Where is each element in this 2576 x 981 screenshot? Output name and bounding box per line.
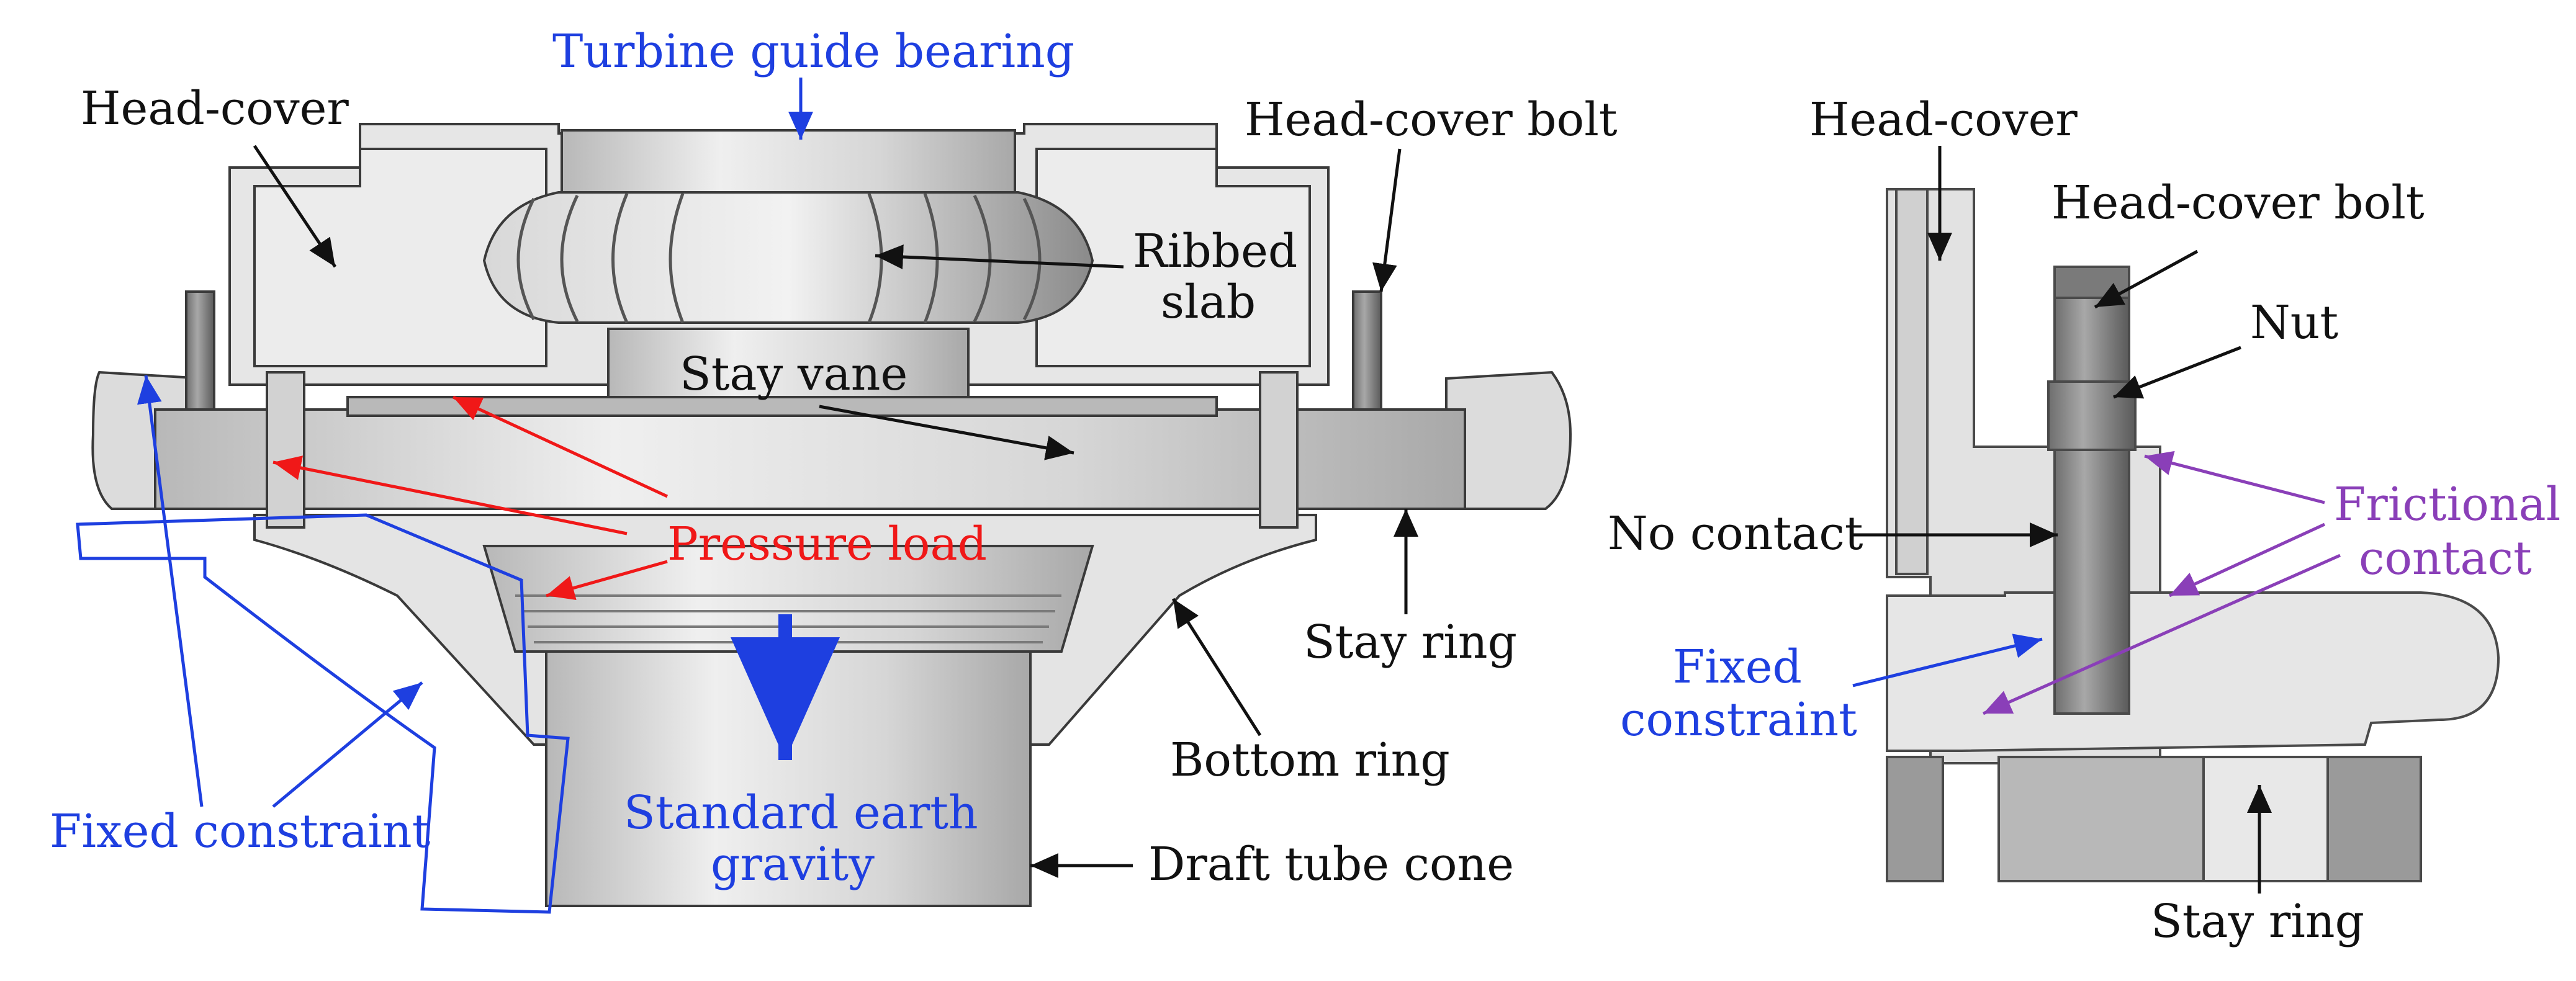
left-bolt-right — [1352, 290, 1382, 411]
column-right — [1259, 371, 1299, 529]
label-detail-no-contact: No contact — [1608, 507, 1863, 560]
leader-head-cover — [253, 145, 337, 268]
label-detail-frictional-line2: contact — [2359, 532, 2532, 585]
leader-pressure-load-1 — [452, 395, 669, 498]
label-bottom-ring: Bottom ring — [1170, 733, 1450, 787]
leader-bottom-ring — [1171, 598, 1262, 737]
head-cover-inner-panel-right — [1035, 148, 1311, 367]
label-detail-head-cover: Head-cover — [1809, 93, 2078, 146]
label-fixed-constraint: Fixed constraint — [50, 805, 431, 858]
label-turbine-guide-bearing: Turbine guide bearing — [552, 25, 1074, 78]
left-assembly-drawing — [91, 123, 1572, 907]
leader-detail-head-cover-bolt — [2094, 249, 2199, 309]
leader-detail-fixed — [1852, 634, 2043, 688]
label-head-cover: Head-cover — [81, 82, 349, 135]
right-view-labels: Head-cover Head-cover bolt Nut No contac… — [1608, 93, 2560, 948]
label-detail-fixed-line1: Fixed — [1673, 640, 1802, 694]
detail-stay-ring-webs — [1886, 756, 2422, 882]
left-view-labels: Turbine guide bearing Head-cover Head-co… — [50, 25, 1618, 891]
right-detail-drawing — [1886, 188, 2500, 882]
column-left — [266, 371, 305, 529]
label-detail-nut: Nut — [2250, 296, 2338, 349]
label-stay-ring: Stay ring — [1304, 616, 1517, 669]
label-draft-tube-cone: Draft tube cone — [1148, 838, 1514, 891]
left-bolt-left — [185, 290, 215, 411]
guide-bearing-cylinder — [561, 129, 1016, 194]
detail-head-cover-edge — [1895, 188, 1929, 575]
label-ribbed-slab-line1: Ribbed — [1133, 225, 1297, 278]
label-gravity-line1: Standard earth — [624, 786, 978, 840]
label-detail-fixed-line2: constraint — [1620, 693, 1857, 746]
leader-frictional-3 — [1982, 553, 2341, 715]
detail-bolt-shank — [2053, 266, 2130, 715]
leader-fixed-constraint-2 — [272, 681, 423, 808]
leader-pressure-load-2 — [272, 455, 628, 535]
label-detail-frictional-line1: Frictional — [2334, 478, 2560, 531]
label-detail-stay-ring: Stay ring — [2151, 895, 2364, 948]
label-head-cover-bolt: Head-cover bolt — [1245, 93, 1618, 146]
runner-throat — [482, 545, 1094, 653]
leader-pressure-load-3 — [546, 560, 668, 601]
label-detail-head-cover-bolt: Head-cover bolt — [2051, 176, 2425, 230]
leader-fixed-constraint-1 — [137, 375, 204, 807]
detail-nut — [2047, 380, 2137, 451]
leader-head-cover-bolt — [1372, 148, 1402, 292]
label-stay-vane: Stay vane — [680, 347, 907, 401]
detail-stay-ring — [1886, 591, 2500, 752]
label-pressure-load: Pressure load — [667, 517, 987, 571]
stay-ring-right-flange — [1445, 370, 1572, 510]
head-cover-inner-panel-left — [253, 148, 547, 367]
draft-tube-cone — [545, 650, 1032, 907]
leader-ribbed-slab — [875, 244, 1124, 270]
leader-detail-nut — [2113, 346, 2241, 399]
leader-stay-vane — [819, 405, 1074, 460]
leader-frictional-2 — [2168, 522, 2326, 598]
ribbed-slab — [482, 191, 1094, 324]
fixed-constraint-region-outline — [76, 513, 570, 914]
label-ribbed-slab-line2: slab — [1161, 275, 1256, 329]
leader-frictional-1 — [2144, 450, 2325, 504]
stay-vane-inner-band — [346, 396, 1218, 417]
label-gravity-line2: gravity — [711, 838, 875, 891]
